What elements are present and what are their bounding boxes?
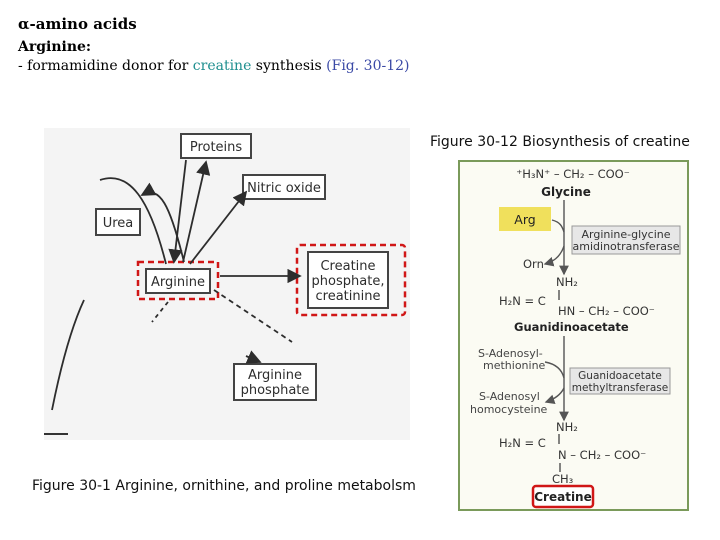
node-creatine-line3: creatinine [316,289,381,304]
bullet-line: - formamidine donor for creatine synthes… [18,58,410,74]
node-proteins: Proteins [180,133,252,159]
node-creatine-line1: Creatine [320,259,375,274]
arrow-curve-urea-top [99,177,167,265]
bullet-highlight: creatine [192,58,252,74]
arrow-argphos-head [245,350,262,364]
guanidinoacetate-label: Guanidinoacetate [514,320,629,334]
figure-right-arrows [543,200,569,422]
node-arginine-label: Arginine [151,275,205,290]
guan-left: H₂N = C [499,294,546,308]
slide-subtitle: Arginine: [18,39,92,55]
figure-left-caption: Figure 30-1 Arginine, ornithine, and pro… [32,478,416,494]
arrow-arginine-to-argphos-dashed [213,289,293,343]
creatine-label: Creatine [534,490,592,504]
arrow-arginine-to-urea [140,182,185,263]
node-argphos-line1: Arginine [248,368,302,383]
figure-right-frame [458,160,689,511]
figure-right: ⁺H₃N⁺ – CH₂ – COO⁻ Glycine Arg Arginine-… [458,160,689,511]
arrow-proteins-to-arginine [168,159,187,264]
nh2-top: NH₂ [556,275,578,289]
enzyme2-line1: Guanidoacetate [578,370,662,382]
nh2-bottom: NH₂ [556,420,578,434]
enzyme1-line1: Arginine-glycine [581,228,670,241]
node-urea: Urea [95,208,141,236]
node-nitric-oxide-label: Nitric oxide [247,181,321,196]
node-arginine: Arginine [145,268,211,294]
enzyme2-line2: methyltransferase [572,382,668,394]
node-argphos-line2: phosphate [241,383,310,398]
enzyme1-line2: amidinotransferase [573,240,680,253]
glycine-label: Glycine [541,185,591,199]
figure-left-arrows [51,159,302,411]
enzyme1-box [571,225,681,255]
ch3-label: CH₃ [552,472,574,486]
node-creatine-line2: phosphate, [312,274,385,289]
sam-line2: methionine [483,359,546,372]
arrow-sah-out [544,387,565,404]
arrow-sam-in [544,361,565,379]
orn-label: Orn [523,257,544,271]
slide-title: α-amino acids [18,15,137,33]
arg-highlight [499,207,551,231]
creatine-box [531,484,595,509]
sah-line2: homocysteine [470,403,548,416]
node-arginine-phosphate: Arginine phosphate [233,363,317,401]
creat-right: N – CH₂ – COO⁻ [558,448,646,462]
node-urea-label: Urea [103,216,134,231]
enzyme2-box [569,367,671,395]
creat-left: H₂N = C [499,436,546,450]
arrow-arginine-to-no [189,190,248,265]
bullet-prefix: - formamidine donor for [18,58,193,74]
sah-line1: S-Adenosyl [479,390,540,403]
bullet-middle: synthesis [251,58,327,74]
arrow-arg-in [551,219,565,233]
arrow-arginine-to-proteins [182,160,211,263]
arrow-ornithine-line [51,299,85,411]
guan-right: HN – CH₂ – COO⁻ [558,304,655,318]
figure-left: Proteins Nitric oxide Urea Arginine Crea… [44,128,410,440]
node-nitric-oxide: Nitric oxide [242,174,326,200]
bullet-figref: (Fig. 30-12) [326,58,410,74]
glycine-formula: ⁺H₃N⁺ – CH₂ – COO⁻ [516,167,630,181]
arg-label: Arg [514,212,535,227]
sam-line1: S-Adenosyl- [478,347,543,360]
node-creatine: Creatine phosphate, creatinine [307,251,389,309]
arrow-orn-out [543,245,565,267]
figure-right-caption: Figure 30-12 Biosynthesis of creatine [430,134,690,150]
node-proteins-label: Proteins [190,140,243,155]
